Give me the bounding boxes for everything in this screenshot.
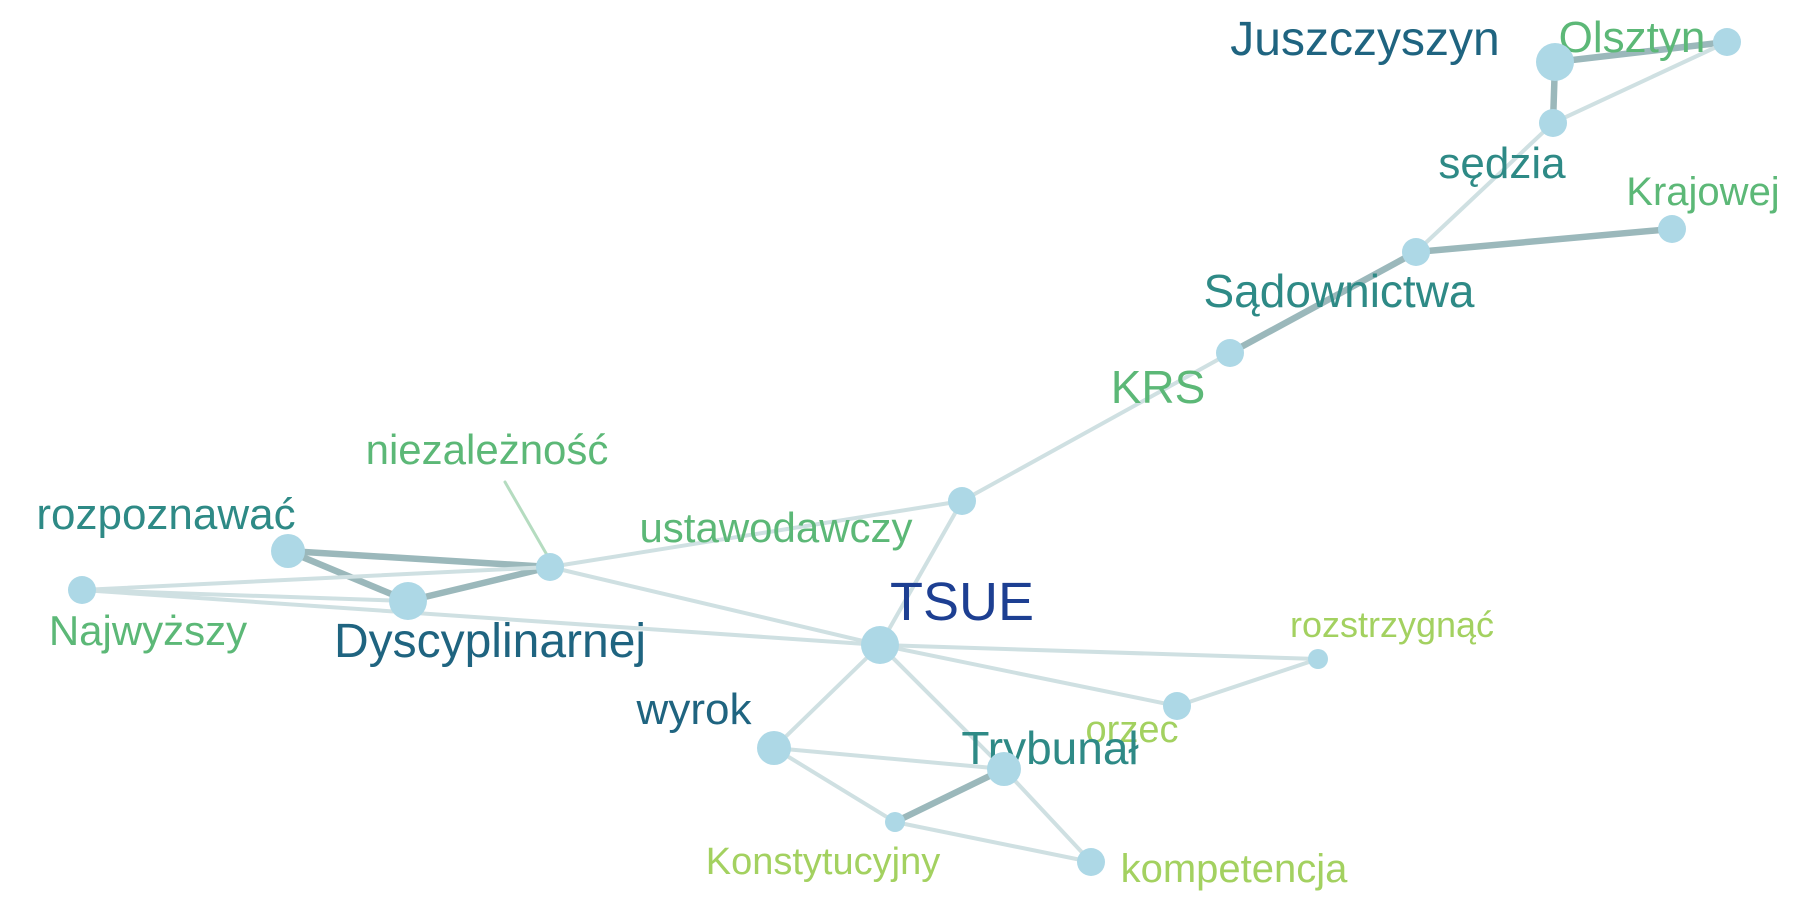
node-label-krs: KRS <box>1111 361 1206 413</box>
node-tsue <box>861 626 899 664</box>
node-label-ustawodawczy: ustawodawczy <box>639 504 912 551</box>
node-label-dyscyplinarnej: Dyscyplinarnej <box>334 615 646 668</box>
node-label-niezaleznosc: niezależność <box>366 426 609 473</box>
node-label-rozpoznawac: rozpoznawać <box>36 490 295 539</box>
edge-tsue-orzec <box>878 643 1179 708</box>
edge-ustawodawczy-tsue <box>878 499 964 647</box>
node-krajowej <box>1658 215 1686 243</box>
edge-juszczyszyn-olsztyn <box>1551 38 1731 66</box>
edge-wyrok-konstytucyjny <box>772 746 897 824</box>
node-label-tsue: TSUE <box>890 572 1034 632</box>
node-juszczyszyn <box>1536 43 1574 81</box>
edge-ustawodawczy-niezaleznosc <box>548 499 964 569</box>
node-label-sadownictwa: Sądownictwa <box>1203 265 1474 317</box>
node-ustawodawczy <box>948 487 976 515</box>
node-label-konstytucyjny: Konstytucyjny <box>706 841 940 883</box>
node-wyrok <box>757 731 791 765</box>
edge-sadownictwa-krajowej <box>1412 225 1676 256</box>
node-dyscyplinarnej <box>389 582 427 620</box>
node-orzec <box>1163 692 1191 720</box>
edge-konstytucyjny-trybunal <box>891 765 1008 826</box>
edge-sadownictwa-krs <box>1226 248 1420 357</box>
edge-tsue-wyrok <box>772 643 882 750</box>
node-label-najwyzszy: Najwyższy <box>49 607 247 654</box>
node-kompetencja <box>1077 848 1105 876</box>
node-krs <box>1216 339 1244 367</box>
node-niezaleznosc <box>536 553 564 581</box>
edge-krs-ustawodawczy <box>960 351 1232 503</box>
node-rozpoznawac <box>271 534 305 568</box>
label-leader-niezaleznosc <box>503 480 549 557</box>
node-label-sedzia: sędzia <box>1438 139 1566 188</box>
node-label-krajowej: Krajowej <box>1626 170 1779 214</box>
edge-najwyzszy-tsue <box>80 588 882 647</box>
edge-tsue-rozstrzygnac <box>878 643 1320 661</box>
node-sedzia <box>1539 109 1567 137</box>
node-label-orzec: orzec <box>1086 709 1179 751</box>
node-label-olsztyn: Olsztyn <box>1559 13 1706 62</box>
node-label-kompetencja: kompetencja <box>1121 847 1349 891</box>
edge-orzec-rozstrzygnac <box>1175 657 1320 708</box>
node-rozstrzygnac <box>1308 649 1328 669</box>
node-layer <box>68 28 1741 876</box>
edge-rozpoznawac-niezaleznosc <box>284 547 554 571</box>
node-label-rozstrzygnac: rozstrzygnąć <box>1290 604 1494 645</box>
node-label-wyrok: wyrok <box>636 685 753 734</box>
node-olsztyn <box>1713 28 1741 56</box>
node-konstytucyjny <box>885 812 905 832</box>
edge-sedzia-sadownictwa <box>1414 121 1555 254</box>
node-trybunal <box>987 752 1021 786</box>
edge-layer <box>80 38 1731 864</box>
edge-trybunal-kompetencja <box>1002 767 1093 864</box>
node-label-juszczyszyn: Juszczyszyn <box>1230 13 1499 66</box>
label-layer: Juszczyszyn Olsztyn sędziaKrajowejSądownic… <box>36 13 1779 891</box>
edge-wyrok-trybunal <box>772 746 1006 771</box>
edge-dyscyplinarnej-niezaleznosc <box>404 563 554 605</box>
node-najwyzszy <box>68 576 96 604</box>
edge-konstytucyjny-kompetencja <box>893 820 1093 864</box>
edge-tsue-trybunal <box>878 643 1006 771</box>
edge-olsztyn-sedzia <box>1551 40 1729 125</box>
edge-niezaleznosc-tsue <box>548 565 882 647</box>
edge-najwyzszy-niezaleznosc <box>80 565 552 592</box>
node-sadownictwa <box>1402 238 1430 266</box>
